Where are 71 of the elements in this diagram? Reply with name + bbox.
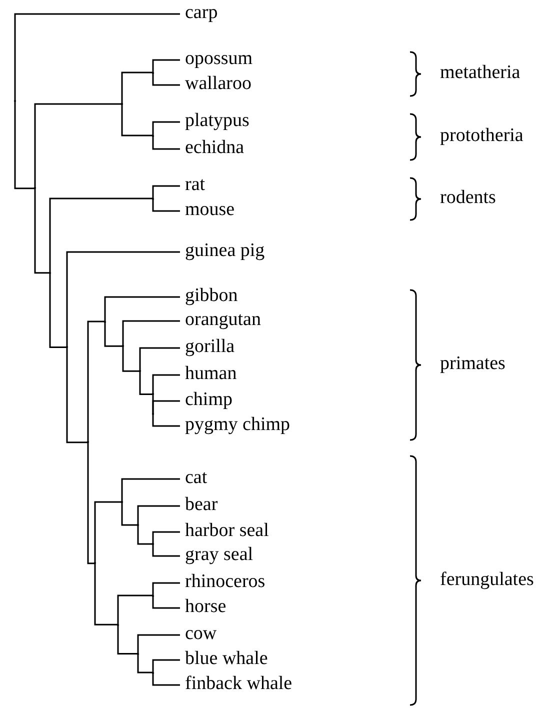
species-label: echidna (185, 137, 244, 159)
tree-branch (152, 374, 180, 394)
tree-branch (152, 59, 180, 72)
tree-branch (121, 104, 153, 136)
tree-branch (139, 371, 153, 395)
tree-branch (152, 136, 180, 150)
tree-branch (121, 72, 153, 104)
tree-branch (137, 525, 153, 545)
species-label: cat (185, 467, 208, 489)
group-label: metatheria (440, 62, 520, 84)
tree-branch (94, 501, 122, 564)
tree-branch (104, 296, 180, 322)
species-label: gray seal (185, 544, 254, 566)
species-label: chimp (185, 389, 232, 411)
tree-branch (137, 654, 153, 674)
tree-branch (87, 442, 95, 564)
species-label: cow (185, 623, 217, 645)
tree-branch (152, 531, 180, 544)
tree-branch (137, 505, 180, 525)
tree-branch (66, 251, 180, 348)
tree-branch (137, 634, 180, 654)
species-label: horse (185, 596, 226, 618)
species-label: carp (185, 2, 218, 24)
tree-branch (152, 672, 180, 686)
tree-branch (34, 103, 122, 188)
species-label: rat (185, 174, 206, 196)
group-label: rodents (440, 187, 496, 209)
species-label: human (185, 363, 237, 385)
tree-branch (121, 502, 138, 526)
tree-branch (121, 478, 180, 502)
species-label: blue whale (185, 648, 268, 670)
species-label: gorilla (185, 336, 235, 358)
species-label: mouse (185, 199, 235, 221)
species-label: pygmy chimp (185, 414, 290, 436)
tree-branch (139, 347, 180, 372)
species-label: orangutan (185, 309, 261, 331)
tree-branch (122, 346, 140, 372)
group-label: prototheria (440, 125, 524, 147)
tree-branch (152, 198, 180, 212)
tree-branch (152, 121, 180, 136)
tree-branch (152, 414, 180, 427)
species-label: finback whale (185, 673, 292, 695)
tree-branch (152, 185, 180, 198)
tree-branch (152, 582, 180, 596)
species-label: gibbon (185, 285, 238, 307)
tree-branch (152, 72, 180, 86)
tree-branch (94, 563, 118, 626)
tree-branch (152, 400, 180, 414)
tree-branch (49, 272, 67, 348)
tree-branch (66, 347, 88, 444)
tree-branch (104, 322, 123, 347)
tree-branch (14, 13, 180, 102)
species-label: guinea pig (185, 240, 265, 262)
group-label: ferungulates (440, 568, 534, 590)
tree-branch (152, 596, 180, 609)
species-label: rhinoceros (185, 571, 266, 593)
tree-branch (49, 198, 153, 273)
species-label: bear (185, 494, 218, 516)
species-label: harbor seal (185, 520, 269, 542)
species-label: platypus (185, 110, 250, 132)
tree-branch (152, 659, 180, 672)
tree-branch (117, 594, 153, 625)
tree-branch (34, 188, 50, 274)
tree-branch (152, 544, 180, 557)
tree-branch (87, 320, 105, 442)
tree-branch (14, 101, 35, 190)
tree-branch (117, 624, 138, 654)
tree-branch (122, 320, 180, 346)
species-label: wallaroo (185, 73, 252, 95)
species-label: opossum (185, 48, 253, 70)
group-label: primates (440, 353, 506, 375)
